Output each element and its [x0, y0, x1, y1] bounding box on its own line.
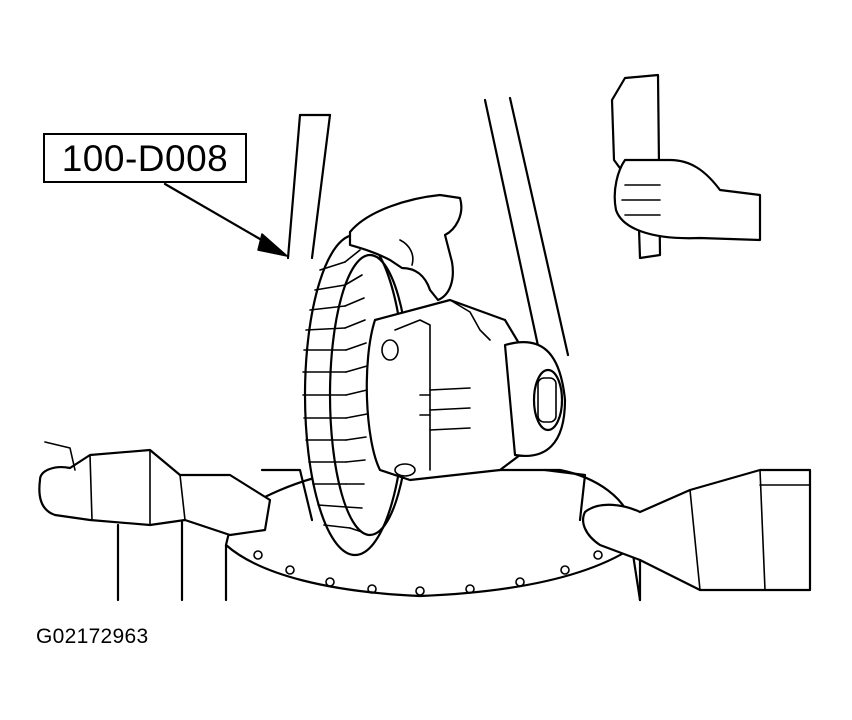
hand-upper-right — [610, 73, 762, 260]
callout-leader-arrow — [163, 182, 288, 257]
tool-number-callout: 100-D008 — [43, 133, 247, 183]
tool-number-label: 100-D008 — [61, 137, 229, 179]
differential-case — [365, 298, 567, 482]
hand-top — [348, 193, 463, 302]
hand-lower-right — [582, 468, 812, 602]
hand-lower-left — [38, 441, 272, 602]
figure-graphic-id: G02172963 — [36, 625, 149, 648]
axle-housing — [224, 468, 642, 602]
strap-tool — [286, 96, 570, 357]
